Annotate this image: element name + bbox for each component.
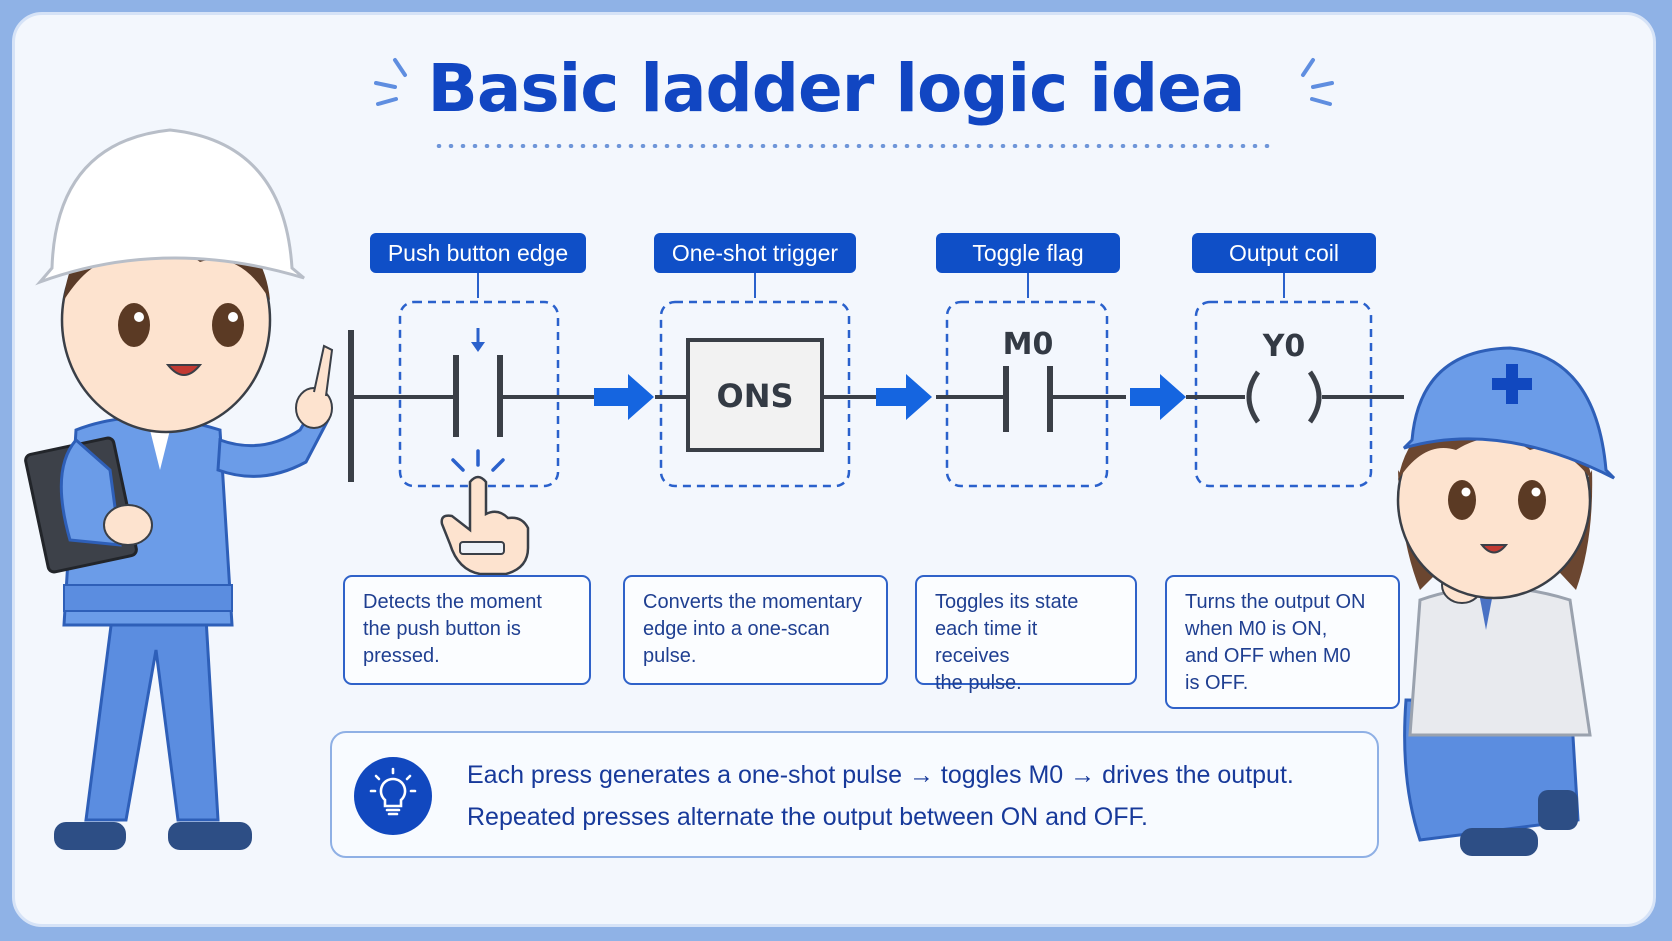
edge-arrow-icon [471, 328, 485, 352]
arrow-right-icon [1130, 374, 1186, 420]
stage-frame-ons [659, 300, 851, 488]
m0-contact [1003, 366, 1053, 432]
description-line: and OFF when M0 [1185, 645, 1351, 667]
description-one-shot: Converts the momentary edge into a one-s… [623, 575, 888, 685]
sparkle-left [374, 58, 407, 106]
description-output-coil: Turns the output ON when M0 is ON, and O… [1165, 575, 1400, 709]
tag-push-button-edge: Push button edge [370, 233, 586, 273]
lightbulb-icon [354, 757, 432, 835]
description-line: pressed. [363, 645, 440, 667]
arrow-right-icon [876, 374, 932, 420]
description-line: is OFF. [1185, 672, 1249, 694]
stage-frame-y0 [1194, 300, 1373, 488]
flow-arrows [594, 374, 1186, 420]
arrow-right-icon [594, 374, 654, 420]
tag-connectors [477, 273, 1285, 298]
push-button-contact [453, 355, 503, 437]
description-line: when M0 is ON, [1185, 618, 1328, 640]
left-engineer-character [24, 128, 334, 850]
description-line: Toggles its state [935, 591, 1079, 613]
summary-panel: Each press generates a one-shot pulse → … [330, 731, 1379, 858]
tag-toggle-flag: Toggle flag [936, 233, 1120, 273]
summary-line-2: Repeated presses alternate the output be… [467, 803, 1148, 831]
ons-block [686, 338, 824, 452]
stage-frame-m0 [945, 300, 1109, 488]
description-line: Detects the moment [363, 591, 542, 613]
tag-output-coil: Output coil [1192, 233, 1376, 273]
description-toggle-flag: Toggles its state each time it receives … [915, 575, 1137, 694]
page-title: Basic ladder logic idea [427, 50, 1246, 127]
right-engineer-character [1396, 346, 1616, 856]
y0-label: Y0 [1262, 329, 1306, 364]
title-underline [433, 144, 1273, 148]
sparkle-right [1301, 58, 1334, 106]
output-coil [1246, 370, 1322, 424]
ons-label: ONS [716, 377, 793, 415]
description-line: Converts the momentary [643, 591, 862, 613]
description-line: Turns the output ON [1185, 591, 1366, 613]
summary-line-1: Each press generates a one-shot pulse → … [467, 761, 1294, 789]
description-line: pulse. [643, 645, 697, 667]
description-line: edge into a one-scan [643, 618, 830, 640]
tag-one-shot-trigger: One-shot trigger [654, 233, 856, 273]
description-line: each time it receives [935, 618, 1038, 667]
description-push-button: Detects the moment the push button is pr… [343, 575, 591, 685]
description-line: the pulse. [935, 672, 1022, 694]
m0-label: M0 [1003, 327, 1054, 362]
description-line: the push button is [363, 618, 521, 640]
pointing-hand-icon [440, 449, 530, 576]
